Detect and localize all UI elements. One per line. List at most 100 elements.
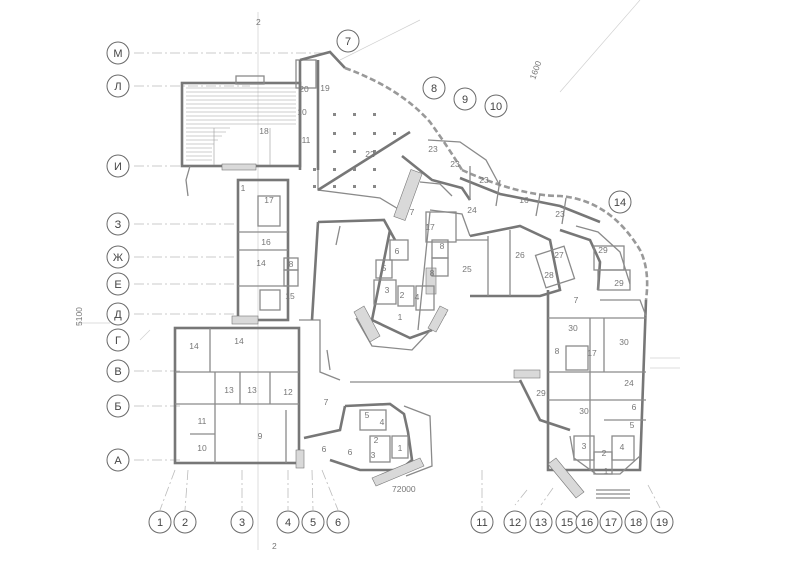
dim-label-top: 1600 bbox=[527, 59, 543, 80]
room-number-r30b: 30 bbox=[619, 337, 629, 347]
axis-bubble-curve-7-label: 7 bbox=[345, 36, 351, 48]
room-number-r29a: 29 bbox=[598, 245, 608, 255]
room-number-r4a: 4 bbox=[380, 417, 385, 427]
axis-bubble-number-3-label: 3 bbox=[239, 517, 245, 529]
axis-lines bbox=[76, 0, 680, 550]
room-number-r27: 27 bbox=[554, 250, 564, 260]
room-number-r16a: 16 bbox=[261, 237, 271, 247]
room-number-r29c: 29 bbox=[536, 388, 546, 398]
axis-bubble-curve-7: 7 bbox=[336, 29, 360, 53]
axis-bubble-number-11: 11 bbox=[470, 510, 494, 534]
axis-bubble-number-5-label: 5 bbox=[310, 517, 316, 529]
axis-bubble-number-5: 5 bbox=[301, 510, 325, 534]
axis-bubble-curve-10-label: 10 bbox=[490, 101, 502, 113]
room-number-r8a: 8 bbox=[289, 259, 294, 269]
central-hall-walls bbox=[310, 66, 520, 487]
axis-bubble-letter-7-label: Г bbox=[115, 335, 121, 347]
room-number-r4c: 4 bbox=[620, 442, 625, 452]
axis-bubble-number-13-label: 13 bbox=[535, 517, 547, 529]
axis-bubble-letter-5-label: Е bbox=[114, 279, 121, 291]
axis-bubble-curve-8-label: 8 bbox=[431, 83, 437, 95]
room-number-r30a: 30 bbox=[568, 323, 578, 333]
axis-bubble-number-17-label: 17 bbox=[605, 517, 617, 529]
section-mark-bottom: 2 bbox=[272, 541, 277, 551]
axis-bubble-number-16: 16 bbox=[575, 510, 599, 534]
room-number-r7a: 7 bbox=[324, 397, 329, 407]
axis-bubble-number-1-label: 1 bbox=[157, 517, 163, 529]
room-number-r7b: 7 bbox=[410, 207, 415, 217]
room-number-r1a: 1 bbox=[241, 183, 246, 193]
axis-bubble-number-18-label: 18 bbox=[630, 517, 642, 529]
axis-bubble-letter-8-label: В bbox=[114, 366, 121, 378]
axis-bubble-number-17: 17 bbox=[599, 510, 623, 534]
section-mark-top: 2 bbox=[256, 17, 261, 27]
axis-bubble-curve-14-label: 14 bbox=[614, 197, 626, 209]
axis-bubble-letter-8: В bbox=[106, 359, 130, 383]
room-number-r22: 22 bbox=[365, 149, 375, 159]
room-number-r30c: 30 bbox=[579, 406, 589, 416]
room-number-r19: 19 bbox=[320, 83, 330, 93]
axis-bubble-letter-1: Л bbox=[106, 74, 130, 98]
room-number-r13a: 13 bbox=[224, 385, 234, 395]
axis-bubble-number-6-label: 6 bbox=[335, 517, 341, 529]
axis-bubble-number-1: 1 bbox=[148, 510, 172, 534]
room-number-r8c: 8 bbox=[430, 268, 435, 278]
room-number-r11b: 11 bbox=[198, 416, 207, 426]
room-number-r6c: 6 bbox=[395, 246, 400, 256]
room-number-r1d: 1 bbox=[604, 466, 609, 476]
dim-label-left: 5100 bbox=[74, 307, 84, 326]
axis-bubble-number-3: 3 bbox=[230, 510, 254, 534]
room-number-r17c: 17 bbox=[587, 348, 597, 358]
axis-bubble-letter-2: И bbox=[106, 154, 130, 178]
axis-bubble-letter-1-label: Л bbox=[114, 81, 121, 93]
axis-bubble-letter-9: Б bbox=[106, 394, 130, 418]
axis-bubble-number-19: 19 bbox=[650, 510, 674, 534]
axis-bubble-number-2: 2 bbox=[173, 510, 197, 534]
axis-bubble-curve-9: 9 bbox=[453, 87, 477, 111]
room-number-r7c: 7 bbox=[574, 295, 579, 305]
axis-bubble-number-2-label: 2 bbox=[182, 517, 188, 529]
room-number-r5b: 5 bbox=[382, 263, 387, 273]
axis-bubble-number-15-label: 15 bbox=[561, 517, 573, 529]
axis-bubble-letter-4: Ж bbox=[106, 245, 130, 269]
axis-bubble-letter-2-label: И bbox=[114, 161, 122, 173]
room-number-r29b: 29 bbox=[614, 278, 624, 288]
axis-bubble-letter-7: Г bbox=[106, 328, 130, 352]
room-number-r3a: 3 bbox=[371, 450, 376, 460]
axis-bubble-curve-9-label: 9 bbox=[462, 94, 468, 106]
room-number-r18: 18 bbox=[259, 126, 269, 136]
axis-bubble-number-19-label: 19 bbox=[656, 517, 668, 529]
axis-bubble-curve-8: 8 bbox=[422, 76, 446, 100]
room-number-r10a: 10 bbox=[297, 107, 307, 117]
room-number-r3c: 3 bbox=[582, 441, 587, 451]
axis-bubble-letter-0: М bbox=[106, 41, 130, 65]
room-number-r6d: 6 bbox=[632, 402, 637, 412]
axis-bubble-letter-3: З bbox=[106, 212, 130, 236]
room-number-r24b: 24 bbox=[624, 378, 634, 388]
column-grid bbox=[313, 113, 396, 188]
axis-bubble-number-13: 13 bbox=[529, 510, 553, 534]
axis-bubble-letter-5: Е bbox=[106, 272, 130, 296]
axis-bubble-letter-9-label: Б bbox=[114, 401, 121, 413]
room-number-r24a: 24 bbox=[467, 205, 477, 215]
axis-bubble-number-16-label: 16 bbox=[581, 517, 593, 529]
axis-bubble-number-4-label: 4 bbox=[285, 517, 291, 529]
axis-bubble-number-12-label: 12 bbox=[509, 517, 521, 529]
room-number-r5c: 5 bbox=[630, 420, 635, 430]
axis-bubble-number-15: 15 bbox=[555, 510, 579, 534]
room-number-r26: 26 bbox=[515, 250, 525, 260]
room-number-r12: 12 bbox=[283, 387, 293, 397]
room-number-r23a: 23 bbox=[428, 144, 438, 154]
axis-bubble-curve-10: 10 bbox=[484, 94, 508, 118]
room-number-r15: 15 bbox=[285, 291, 295, 301]
axis-bubble-letter-3-label: З bbox=[115, 219, 122, 231]
room-number-r25: 25 bbox=[462, 264, 472, 274]
room-number-r14c: 14 bbox=[234, 336, 244, 346]
auditorium-seating bbox=[186, 87, 296, 165]
room-number-r1c: 1 bbox=[398, 312, 403, 322]
room-number-r11a: 11 bbox=[302, 135, 311, 145]
room-number-r8b: 8 bbox=[440, 241, 445, 251]
